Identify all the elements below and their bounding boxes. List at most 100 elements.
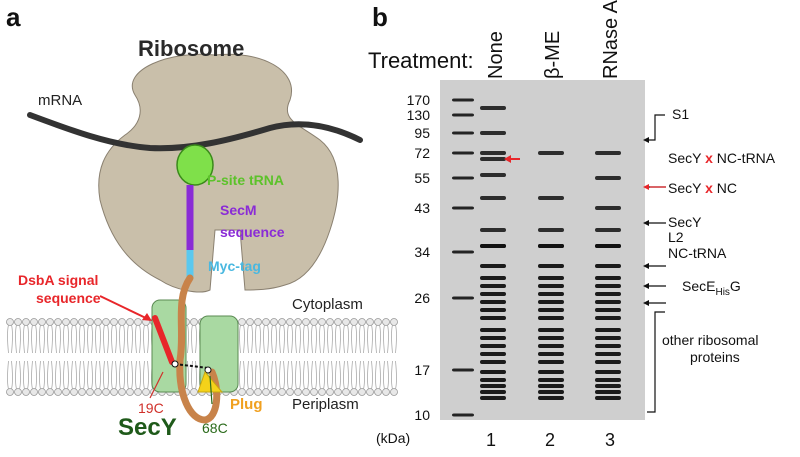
lipid-tail — [135, 360, 141, 390]
lipid-tail — [103, 324, 109, 354]
lipid-head — [382, 318, 390, 326]
lipid-head — [286, 388, 294, 396]
gel-band-lane-3 — [595, 328, 621, 332]
gel-band-lane-3 — [595, 300, 621, 304]
gel-band-marker — [452, 98, 474, 102]
gel-band-lane-3 — [595, 344, 621, 348]
gel-band-lane-1 — [480, 308, 506, 312]
lipid-tail — [247, 360, 253, 390]
lipid-tail — [15, 324, 21, 354]
signal-sequence-segment — [152, 315, 175, 365]
gel-band-lane-1 — [480, 378, 506, 382]
lipid-tail — [111, 324, 117, 354]
lipid-head — [246, 318, 254, 326]
lipid-tail — [295, 324, 301, 354]
lipid-tail — [319, 360, 325, 390]
crosslink-19c-dot — [171, 360, 179, 368]
lane-number-3: 3 — [605, 430, 616, 450]
lipid-tail — [247, 324, 253, 354]
lipid-tail — [23, 324, 29, 354]
lipid-tail — [31, 360, 37, 390]
lipid-head — [318, 388, 326, 396]
gel-band-lane-3 — [595, 378, 621, 382]
lipid-tail — [111, 360, 117, 390]
lipid-tail — [351, 360, 357, 390]
lipid-tail — [63, 360, 69, 390]
lipid-tail — [287, 360, 293, 390]
gel-band-lane-1 — [480, 336, 506, 340]
gel-band-lane-1 — [480, 173, 506, 177]
lipid-tail — [343, 360, 349, 390]
band-secy-nc-trna: SecY x NC-tRNA — [668, 150, 776, 166]
lipid-head — [342, 388, 350, 396]
lipid-head — [6, 388, 14, 396]
lipid-head — [110, 388, 118, 396]
gel-band-lane-2 — [538, 292, 564, 296]
cytoplasm-label: Cytoplasm — [292, 296, 363, 313]
lipid-head — [390, 388, 398, 396]
mw-72: 72 — [414, 145, 430, 161]
lipid-head — [238, 388, 246, 396]
lipid-head — [22, 388, 30, 396]
lipid-head — [62, 388, 70, 396]
c68-label: 68C — [202, 420, 228, 436]
gel-band-lane-2 — [538, 352, 564, 356]
lipid-tail — [39, 324, 45, 354]
lipid-tail — [55, 324, 61, 354]
lipid-tail — [103, 360, 109, 390]
lipid-tail — [335, 360, 341, 390]
mw-17: 17 — [414, 362, 430, 378]
secm-label-2: sequence — [220, 224, 285, 240]
lipid-head — [310, 318, 318, 326]
lipid-head — [102, 388, 110, 396]
lipid-head — [142, 388, 150, 396]
dsba-label-2: sequence — [36, 290, 101, 306]
band-other-ribosomal-2: proteins — [690, 349, 740, 365]
gel-band-marker — [452, 368, 474, 372]
gel-band-lane-2 — [538, 151, 564, 155]
lipid-head — [246, 388, 254, 396]
gel-band-lane-2 — [538, 316, 564, 320]
lipid-tail — [319, 324, 325, 354]
lipid-head — [278, 318, 286, 326]
panel-letter-a: a — [6, 2, 21, 32]
gel-band-lane-2 — [538, 344, 564, 348]
lipid-head — [334, 388, 342, 396]
lipid-tail — [271, 360, 277, 390]
lipid-head — [358, 318, 366, 326]
gel-band-lane-2 — [538, 276, 564, 280]
gel-band-lane-2 — [538, 370, 564, 374]
lipid-tail — [375, 324, 381, 354]
gel-band-lane-3 — [595, 370, 621, 374]
lipid-tail — [143, 360, 149, 390]
lipid-tail — [239, 324, 245, 354]
dsba-label-1: DsbA signal — [18, 272, 99, 288]
lipid-head — [54, 318, 62, 326]
gel-band-lane-3 — [595, 384, 621, 388]
treatment-label: Treatment: — [368, 48, 474, 73]
lipid-head — [366, 388, 374, 396]
band-arrows — [643, 114, 666, 413]
lipid-tail — [383, 324, 389, 354]
gel-band-marker — [452, 413, 474, 417]
lipid-tail — [191, 360, 197, 390]
gel-band-lane-2 — [538, 284, 564, 288]
lipid-head — [254, 318, 262, 326]
lipid-tail — [95, 360, 101, 390]
lipid-head — [6, 318, 14, 326]
lipid-head — [302, 318, 310, 326]
gel-band-lane-2 — [538, 228, 564, 232]
gel-band-lane-1 — [480, 228, 506, 232]
gel-band-lane-1 — [480, 360, 506, 364]
lipid-tail — [367, 360, 373, 390]
lipid-tail — [23, 360, 29, 390]
lipid-head — [14, 318, 22, 326]
lipid-tail — [263, 360, 269, 390]
lipid-tail — [343, 324, 349, 354]
lipid-head — [78, 318, 86, 326]
band-sece: SecEHisG — [682, 278, 741, 298]
lipid-head — [102, 318, 110, 326]
lipid-tail — [335, 324, 341, 354]
lipid-tail — [143, 324, 149, 354]
lipid-head — [86, 388, 94, 396]
